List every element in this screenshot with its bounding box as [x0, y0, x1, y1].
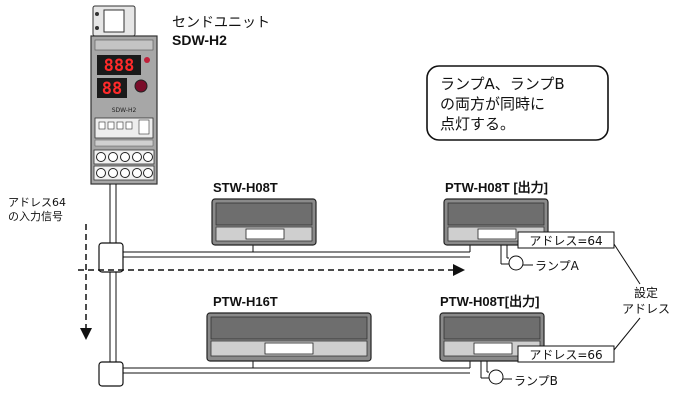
address-66-label: アドレス=66	[529, 348, 602, 362]
indicator-led	[144, 57, 150, 63]
terminal-screw-icon	[132, 168, 142, 178]
junction-box-lower	[98, 361, 124, 387]
setting-label-line-1: 設定	[634, 285, 658, 300]
dip-switch-large[interactable]	[138, 119, 150, 135]
ptw-h08t-top-window	[477, 228, 517, 240]
send-unit-name: センドユニット	[172, 15, 270, 31]
screw-icon	[95, 12, 99, 16]
input-signal-line-1: アドレス64	[8, 196, 66, 209]
junction-box-upper	[98, 242, 124, 273]
terminal-screw-icon	[96, 168, 106, 178]
leader-line-lower	[613, 317, 641, 351]
dip-switch[interactable]	[116, 121, 124, 130]
terminal-screw-icon	[108, 168, 118, 178]
lamp-a-icon	[508, 255, 524, 271]
ptw-h16t-unit	[206, 312, 372, 362]
lamp-b	[480, 361, 512, 385]
terminal-screw-icon	[143, 168, 153, 178]
setting-label-line-2: アドレス	[622, 302, 670, 316]
branch-line-lower	[123, 360, 471, 374]
stw-h08t-label: STW-H08T	[213, 180, 278, 195]
ptw-h08t-top-label: PTW-H08T [出力]	[445, 180, 548, 195]
send-unit-model: SDW-H2	[172, 32, 227, 48]
stw-h08t-window	[245, 228, 285, 240]
terminal-screw-icon	[132, 152, 142, 162]
terminal-row-upper	[93, 149, 155, 165]
lamp-a-label: ランプA	[535, 259, 580, 273]
terminal-screw-icon	[120, 168, 130, 178]
ptw-h16t-window	[264, 342, 314, 355]
lamp-a	[500, 245, 533, 271]
address-66-box	[517, 345, 615, 363]
ptw-h08t-bottom-window	[473, 342, 513, 355]
terminal-screw-icon	[96, 152, 106, 162]
callout-line-1: ランプA、ランプB	[440, 75, 565, 93]
dip-switch[interactable]	[107, 121, 115, 130]
send-unit: 888 88 SDW-H2	[90, 5, 158, 185]
screw-icon	[95, 26, 99, 30]
channel-display	[97, 78, 127, 98]
terminal-screw-icon	[120, 152, 130, 162]
terminal-label-strip	[94, 139, 154, 147]
input-signal-line-2: の入力信号	[8, 210, 63, 223]
address-64-label: アドレス=64	[529, 234, 602, 248]
lamp-b-icon	[488, 369, 504, 385]
dip-switch[interactable]	[125, 121, 133, 130]
stw-h08t-unit	[211, 198, 317, 246]
address-display-digits: 888	[104, 56, 135, 76]
terminal-screw-icon	[143, 152, 153, 162]
address-64-box	[517, 231, 615, 249]
display-button[interactable]	[134, 79, 148, 93]
leader-line-upper	[613, 243, 641, 285]
channel-display-digits: 88	[102, 79, 122, 99]
branch-line-upper	[123, 244, 471, 258]
address-display	[97, 55, 141, 75]
ptw-h16t-label: PTW-H16T	[213, 294, 278, 309]
callout-line-3: 点灯する。	[440, 115, 515, 133]
trunk-cable	[109, 184, 117, 362]
panel-model-label: SDW-H2	[112, 107, 137, 114]
mount-slot	[103, 9, 125, 33]
terminal-screw-icon	[108, 152, 118, 162]
callout-box	[426, 65, 609, 141]
ptw-h08t-bottom-label: PTW-H08T[出力]	[440, 294, 539, 309]
dip-switch[interactable]	[98, 121, 106, 130]
send-unit-top-strip	[94, 39, 154, 51]
callout-line-2: の両方が同時に	[440, 95, 545, 113]
terminal-row-lower	[93, 165, 155, 181]
lamp-b-label: ランプB	[514, 374, 558, 388]
